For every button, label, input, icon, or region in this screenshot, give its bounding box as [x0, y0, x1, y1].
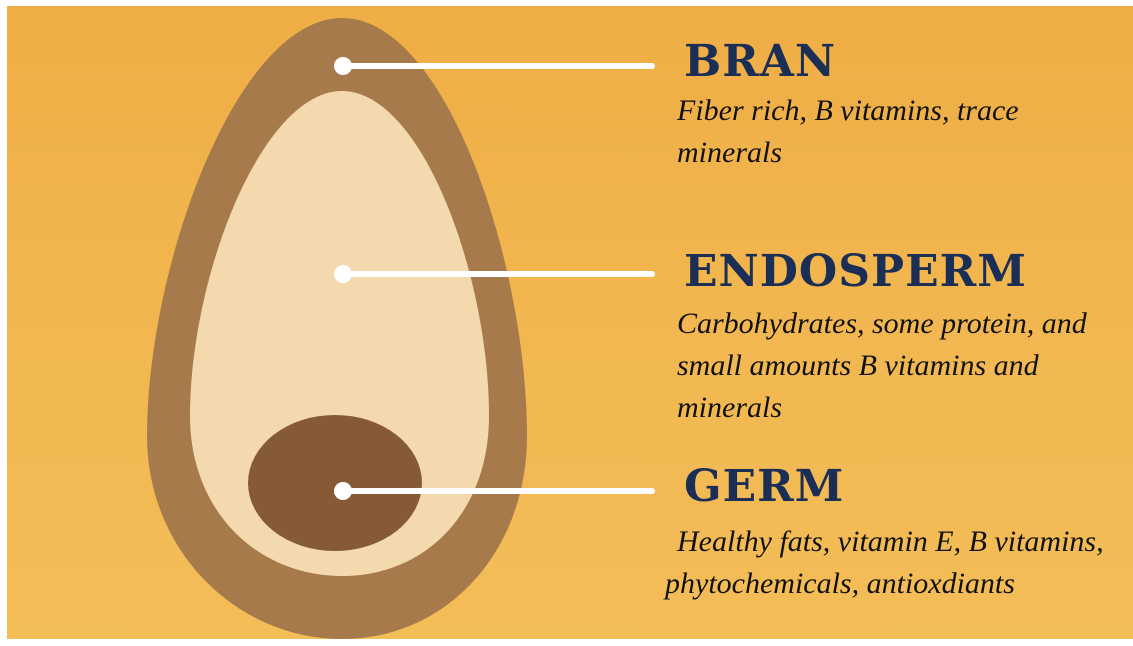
- germ-title: GERM: [684, 465, 844, 509]
- bran-title: BRAN: [684, 40, 836, 84]
- germ-layer: [248, 415, 422, 551]
- grain-diagram-panel: BRAN Fiber rich, B vitamins, trace miner…: [7, 6, 1133, 639]
- germ-leader-dot: [334, 482, 352, 500]
- endosperm-leader-dot: [334, 265, 352, 283]
- endosperm-title: ENDOSPERM: [684, 250, 1027, 294]
- germ-description: Healthy fats, vitamin E, B vitamins, phy…: [665, 521, 1133, 605]
- endosperm-description: Carbohydrates, some protein, and small a…: [677, 303, 1117, 429]
- bran-description: Fiber rich, B vitamins, trace minerals: [677, 90, 1057, 174]
- bran-leader-dot: [334, 57, 352, 75]
